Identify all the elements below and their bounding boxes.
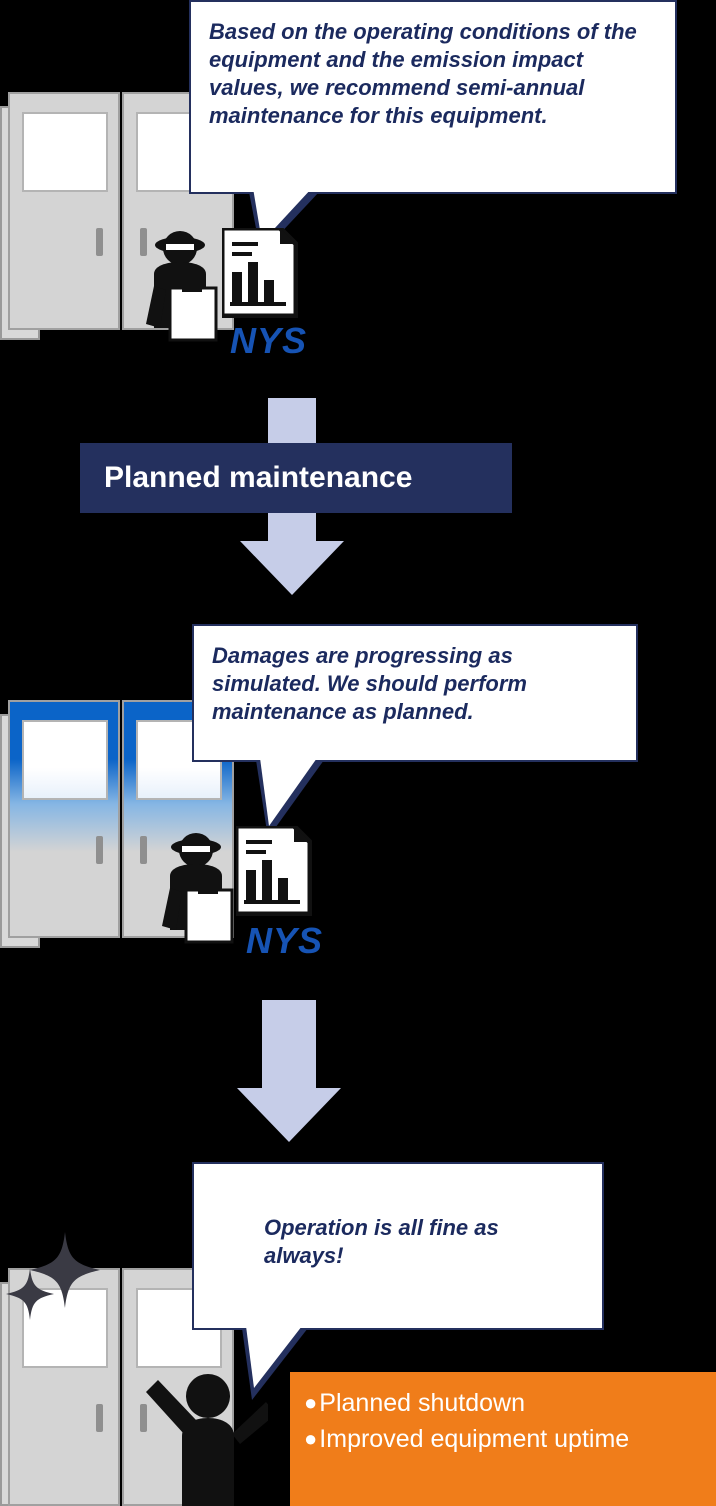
nys-logo-middle: NYS [246, 920, 324, 961]
bar-chart-report-icon-middle [236, 826, 312, 916]
bar-chart-report-icon-top [222, 228, 298, 318]
speech-bubble-progress-text: Damages are progressing as simulated. We… [212, 643, 527, 725]
cabinet-handle-left [96, 228, 103, 256]
bullet-icon: ● [304, 1389, 318, 1415]
cabinet-handle-right-middle [140, 836, 147, 864]
result-line: ● Planned shutdown [304, 1388, 706, 1418]
flow-arrow-shaft-2 [268, 513, 316, 541]
speech-bubble-recommendation-text: Based on the operating conditions of the… [209, 19, 637, 129]
cabinet-window-left [22, 112, 108, 192]
sparkle-icon-large [30, 1232, 100, 1308]
flow-arrow-shaft-3 [262, 1000, 316, 1088]
speech-bubble-allfine-text: Operation is all fine as always! [264, 1215, 499, 1269]
flow-arrow-stub-1 [268, 398, 316, 446]
nys-logo-top: NYS [230, 320, 308, 361]
speech-bubble-recommendation: Based on the operating conditions of the… [189, 0, 677, 254]
cabinet-window-left-middle [22, 720, 108, 800]
cabinet-handle-left-bottom [96, 1404, 103, 1432]
cabinet-left-middle [8, 700, 120, 938]
cabinet-handle-right [140, 228, 147, 256]
result-summary-box: ● Planned shutdown ● Improved equipment … [290, 1372, 716, 1506]
planned-maintenance-label: Planned maintenance [104, 461, 413, 494]
engineer-with-clipboard-icon-top [146, 231, 218, 342]
cabinet-handle-left-middle [96, 836, 103, 864]
cheering-person-icon [146, 1374, 268, 1506]
planned-maintenance-banner: Planned maintenance [80, 443, 512, 513]
speech-bubble-allfine: Operation is all fine as always! [192, 1162, 604, 1400]
result-line-text: Improved equipment uptime [319, 1425, 630, 1453]
cabinet-left [8, 92, 120, 330]
sparkle-icon-small [6, 1268, 54, 1320]
equipment-cabinets-top [0, 92, 240, 342]
engineer-with-clipboard-icon-middle [162, 833, 234, 944]
result-line: ● Improved equipment uptime [304, 1424, 706, 1454]
flow-arrow-head-3 [237, 1088, 341, 1142]
bubble-tail-inner-2 [260, 758, 317, 826]
speech-bubble-progress: Damages are progressing as simulated. We… [192, 624, 638, 838]
flow-arrow-head-2 [240, 541, 344, 595]
bullet-icon: ● [304, 1425, 318, 1451]
cabinet-handle-right-bottom [140, 1404, 147, 1432]
result-line-text: Planned shutdown [319, 1389, 526, 1417]
